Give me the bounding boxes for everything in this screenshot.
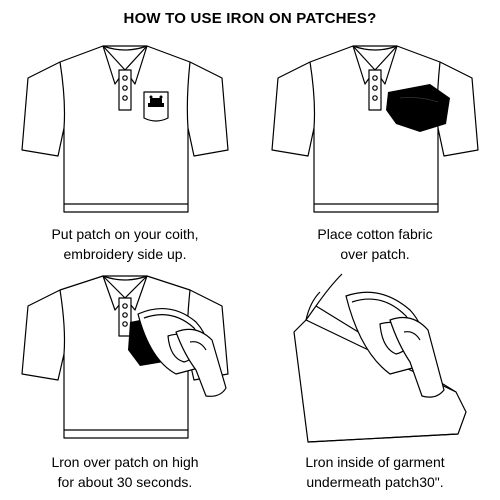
step-1-caption-line-1: Put patch on your coith,	[51, 226, 199, 242]
step-1-panel	[0, 40, 250, 220]
step-4-caption-line-2: undermeath patch30".	[306, 474, 444, 490]
step-2-caption: Place cotton fabric over patch.	[250, 224, 500, 264]
step-3-caption-line-2: for about 30 seconds.	[57, 474, 193, 490]
step-2-panel	[250, 40, 500, 220]
step-4-caption-line-1: Lron inside of garment	[305, 454, 445, 470]
step-1-caption-line-2: embroidery side up.	[63, 246, 187, 262]
iron-inside-garment-icon	[293, 273, 467, 443]
step-3-caption: Lron over patch on high for about 30 sec…	[0, 452, 250, 492]
step-1-caption: Put patch on your coith, embroidery side…	[0, 224, 250, 264]
iron-on-shirt-icon	[21, 275, 229, 439]
step-3-panel	[0, 270, 250, 445]
page-title: HOW TO USE IRON ON PATCHES?	[123, 10, 377, 27]
polo-shirt-with-cloth-icon	[271, 45, 479, 213]
step-2-caption-line-2: over patch.	[340, 246, 410, 262]
step-4-caption: Lron inside of garment undermeath patch3…	[250, 452, 500, 492]
step-2-caption-line-1: Place cotton fabric	[317, 226, 433, 242]
polo-shirt-with-patch-icon	[21, 45, 229, 213]
step-3-caption-line-1: Lron over patch on high	[51, 454, 199, 470]
step-4-panel	[250, 262, 500, 447]
